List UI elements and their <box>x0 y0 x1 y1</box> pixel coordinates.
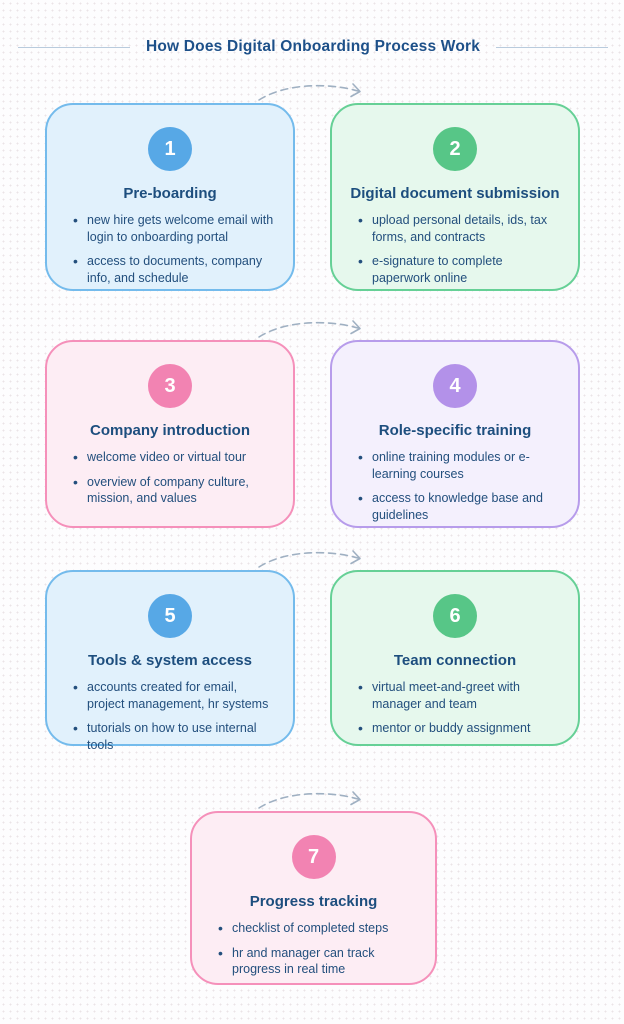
flow-arrow-icon <box>258 791 361 809</box>
bullet-item: tutorials on how to use internal tools <box>73 719 275 753</box>
step-card-pre-boarding: 1 Pre-boarding new hire gets welcome ema… <box>45 103 295 291</box>
step-number-badge: 7 <box>291 835 336 879</box>
bullet-item: online training modules or e-learning co… <box>358 448 560 482</box>
bullet-item: virtual meet-and-greet with manager and … <box>358 678 560 712</box>
step-number-badge: 5 <box>148 594 192 638</box>
bullet-item: access to knowledge base and guidelines <box>358 489 560 523</box>
step-card-tools-system-access: 5 Tools & system access accounts created… <box>45 570 295 752</box>
step-title: Digital document submission <box>350 185 560 202</box>
step-bullet-list: new hire gets welcome email with login t… <box>61 211 279 286</box>
step-title: Pre-boarding <box>123 185 217 202</box>
flow-arrow-icon <box>258 83 361 101</box>
step-bullet-list: online training modules or e-learning co… <box>346 448 564 523</box>
step-number-badge: 2 <box>433 127 477 171</box>
header-left-rule <box>18 46 130 48</box>
flow-arrow-icon <box>258 550 361 568</box>
bullet-item: e-signature to complete paperwork online <box>358 252 560 286</box>
step-card-progress-tracking: 7 Progress tracking checklist of complet… <box>190 811 437 985</box>
step-bullet-list: upload personal details, ids, tax forms,… <box>346 211 564 286</box>
step-title: Team connection <box>393 652 517 669</box>
bullet-item: accounts created for email, project mana… <box>73 678 275 712</box>
bullet-item: mentor or buddy assignment <box>358 719 560 737</box>
step-bullet-list: virtual meet-and-greet with manager and … <box>346 678 564 737</box>
step-card-team-connection: 6 Team connection virtual meet-and-greet… <box>330 570 580 746</box>
step-number-badge: 6 <box>433 594 477 638</box>
step-bullet-list: checklist of completed steps hr and mana… <box>206 919 421 978</box>
step-bullet-list: accounts created for email, project mana… <box>61 678 279 753</box>
step-title: Role-specific training <box>378 422 532 439</box>
header-right-rule <box>496 46 609 48</box>
bullet-item: new hire gets welcome email with login t… <box>73 211 275 245</box>
bullet-item: access to documents, company info, and s… <box>73 252 275 286</box>
step-number-badge: 4 <box>433 364 477 408</box>
bullet-item: welcome video or virtual tour <box>73 448 275 466</box>
step-card-company-introduction: 3 Company introduction welcome video or … <box>45 340 295 528</box>
bullet-item: checklist of completed steps <box>218 919 417 937</box>
step-title: Tools & system access <box>88 652 252 669</box>
flow-arrow-icon <box>258 320 361 338</box>
bullet-item: upload personal details, ids, tax forms,… <box>358 211 560 245</box>
step-title: Progress tracking <box>249 893 378 910</box>
page-header: How Does Digital Onboarding Process Work <box>18 38 609 56</box>
step-card-role-specific-training: 4 Role-specific training online training… <box>330 340 580 528</box>
step-number-badge: 3 <box>148 364 192 408</box>
step-number-badge: 1 <box>148 127 192 171</box>
step-bullet-list: welcome video or virtual tour overview o… <box>61 448 279 507</box>
page-title: How Does Digital Onboarding Process Work <box>145 38 481 55</box>
bullet-item: hr and manager can track progress in rea… <box>218 944 417 978</box>
step-card-digital-document-submission: 2 Digital document submission upload per… <box>330 103 580 291</box>
bullet-item: overview of company culture, mission, an… <box>73 473 275 507</box>
step-title: Company introduction <box>90 422 250 439</box>
